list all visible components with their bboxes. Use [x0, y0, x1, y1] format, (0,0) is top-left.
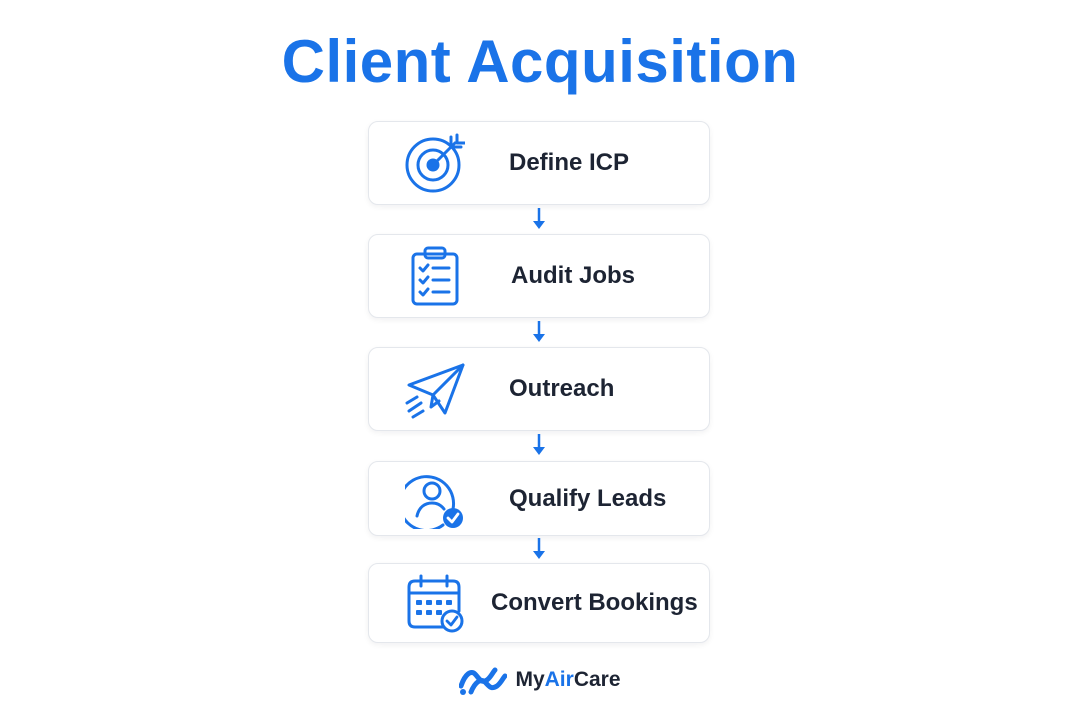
target-icon [405, 133, 465, 193]
step-label: Define ICP [509, 149, 630, 176]
arrow-down-icon [533, 321, 545, 342]
step-label: Outreach [509, 375, 615, 402]
step-qualify-leads: Qualify Leads [368, 461, 710, 536]
brand-name: MyAirCare [515, 668, 621, 691]
page-title: Client Acquisition [281, 28, 799, 95]
step-outreach: Outreach [368, 347, 710, 431]
paper-plane-icon [405, 363, 465, 419]
arrow-down-icon [533, 538, 545, 559]
clipboard-checklist-icon [411, 246, 459, 306]
airflow-logo-icon [459, 667, 508, 695]
step-convert-bookings: Convert Bookings [368, 563, 710, 643]
arrow-down-icon [533, 434, 545, 455]
calendar-check-icon [407, 574, 464, 633]
arrow-down-icon [533, 208, 545, 229]
step-label: Convert Bookings [491, 589, 698, 616]
step-label: Audit Jobs [511, 262, 635, 289]
step-audit-jobs: Audit Jobs [368, 234, 710, 318]
step-label: Qualify Leads [509, 484, 667, 512]
step-define-icp: Define ICP [368, 121, 710, 205]
brand-footer: MyAirCare [0, 660, 1080, 700]
user-check-icon [405, 474, 463, 529]
